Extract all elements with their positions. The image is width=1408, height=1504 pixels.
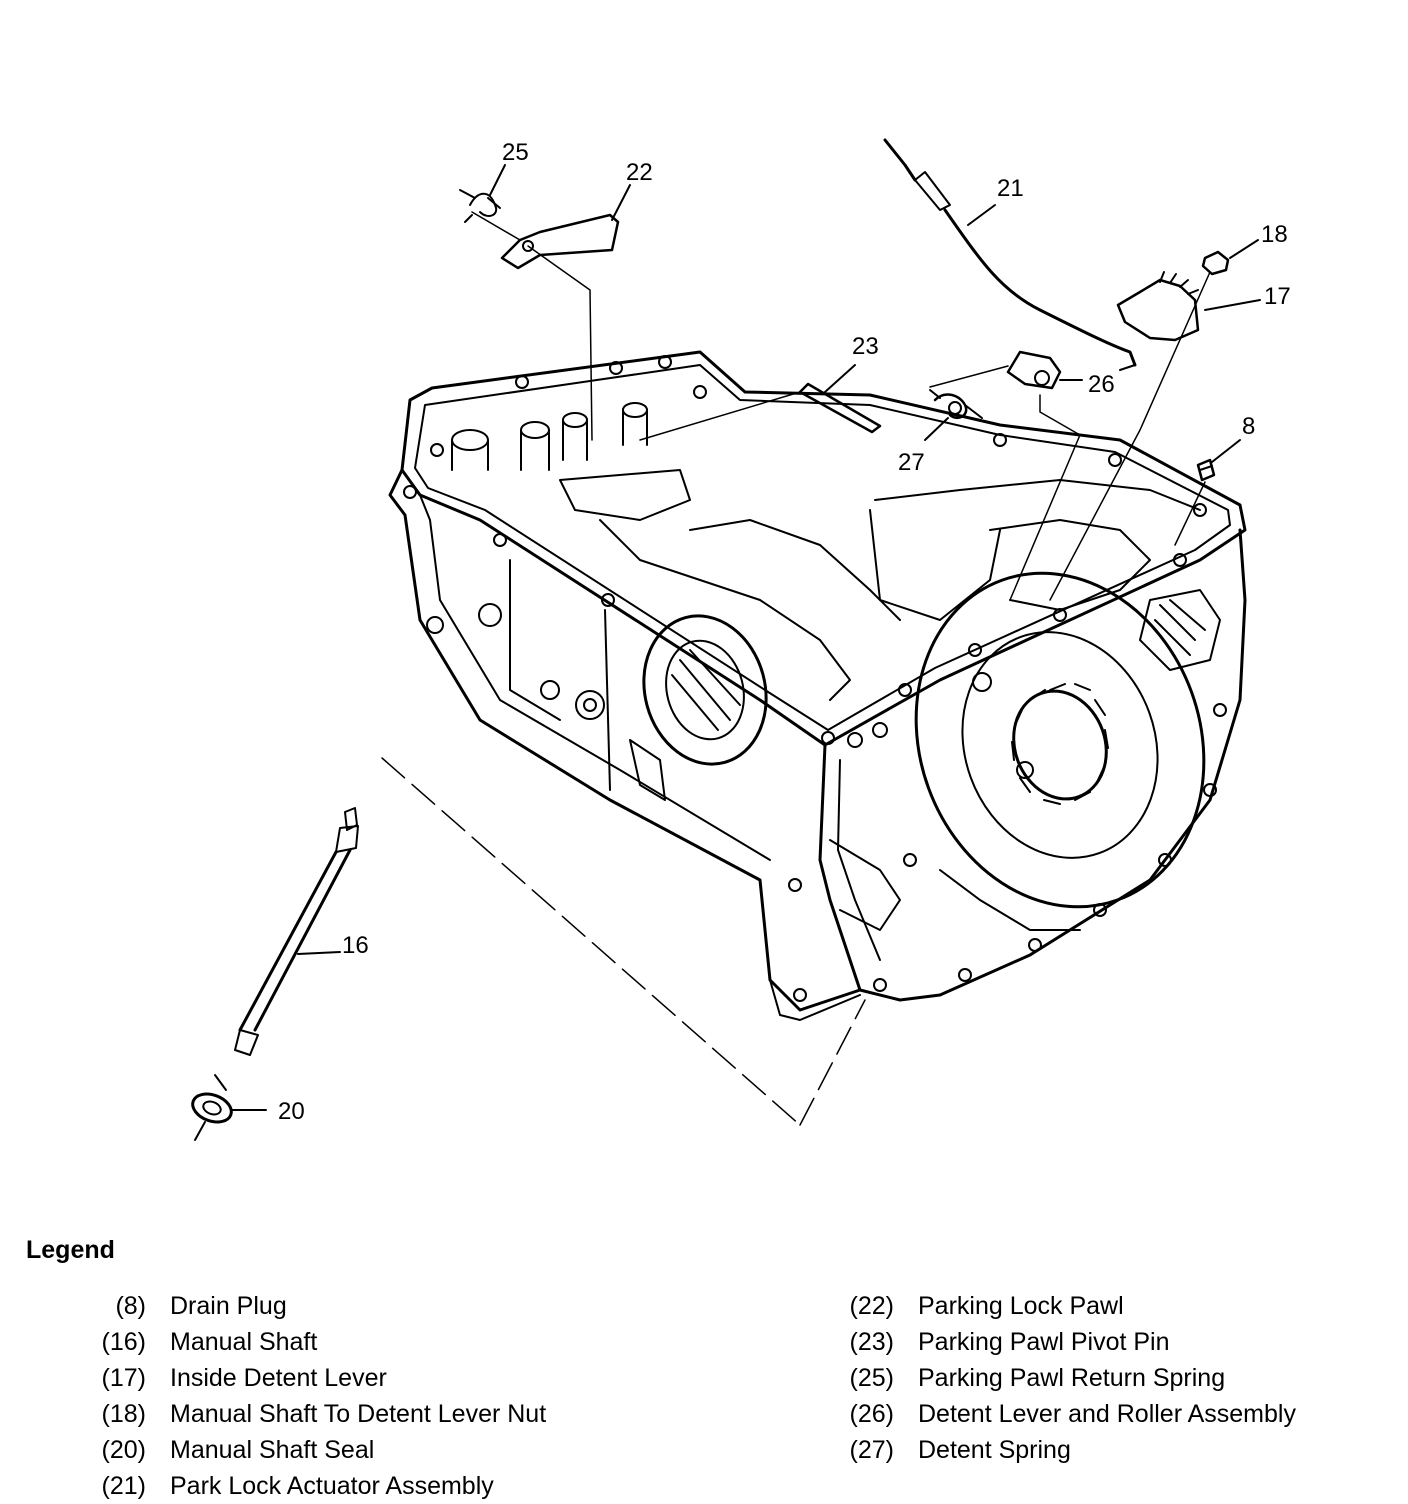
legend-item: (27) Detent Spring <box>818 1432 1296 1468</box>
legend-item-label: Parking Lock Pawl <box>918 1291 1124 1320</box>
legend-item-label: Park Lock Actuator Assembly <box>170 1471 494 1500</box>
legend-item: (25) Parking Pawl Return Spring <box>818 1360 1296 1396</box>
part-22-parking-lock-pawl <box>471 184 631 441</box>
callout-8: 8 <box>1242 413 1255 440</box>
legend-item: (23) Parking Pawl Pivot Pin <box>818 1324 1296 1360</box>
callout-20: 20 <box>278 1098 305 1125</box>
part-27-detent-spring <box>924 389 983 441</box>
callout-18: 18 <box>1261 221 1288 248</box>
legend-item-label: Parking Pawl Return Spring <box>918 1363 1226 1392</box>
part-18-nut <box>1049 239 1259 601</box>
legend-item: (21) Park Lock Actuator Assembly <box>70 1468 546 1504</box>
legend-item: (16) Manual Shaft <box>70 1324 546 1360</box>
legend-item-number: (8) <box>115 1291 146 1320</box>
legend-item-label: Detent Lever and Roller Assembly <box>918 1399 1296 1428</box>
callout-27: 27 <box>898 449 925 476</box>
part-26-detent-lever-roller <box>929 350 1083 601</box>
legend-item: (8) Drain Plug <box>70 1288 546 1324</box>
callout-22: 22 <box>626 159 653 186</box>
legend-item-label: Manual Shaft To Detent Lever Nut <box>170 1399 547 1428</box>
legend-item-number: (21) <box>101 1471 146 1500</box>
transmission-case <box>388 350 1247 1021</box>
part-25-return-spring <box>459 164 506 223</box>
legend-item-label: Parking Pawl Pivot Pin <box>918 1327 1170 1356</box>
exploded-view-figure: 25 22 21 18 17 23 26 27 8 16 20 <box>191 138 1291 1141</box>
callout-26: 26 <box>1088 371 1115 398</box>
legend-item-label: Inside Detent Lever <box>170 1363 387 1392</box>
legend-left-column: (8) Drain Plug (16) Manual Shaft (17) In… <box>70 1288 547 1504</box>
legend-item-label: Manual Shaft <box>170 1327 318 1356</box>
legend-item-number: (18) <box>101 1399 146 1428</box>
legend-item: (20) Manual Shaft Seal <box>70 1432 546 1468</box>
legend-item-label: Manual Shaft Seal <box>170 1435 375 1464</box>
legend-item: (26) Detent Lever and Roller Assembly <box>818 1396 1296 1432</box>
callout-23: 23 <box>852 333 879 360</box>
legend-item: (17) Inside Detent Lever <box>70 1360 546 1396</box>
part-16-manual-shaft <box>234 807 359 1056</box>
legend-item-number: (16) <box>101 1327 146 1356</box>
part-23-pivot-pin <box>639 364 882 441</box>
legend-item-number: (17) <box>101 1363 146 1392</box>
legend-item-number: (25) <box>849 1363 894 1392</box>
legend-item-number: (20) <box>101 1435 146 1464</box>
callout-25: 25 <box>502 139 529 166</box>
legend-item-number: (27) <box>849 1435 894 1464</box>
part-21-actuator-assembly <box>883 138 1137 371</box>
part-8-drain-plug <box>1174 439 1241 546</box>
legend-item-label: Detent Spring <box>918 1435 1071 1464</box>
legend-item-number: (22) <box>849 1291 894 1320</box>
callout-17: 17 <box>1264 283 1291 310</box>
legend-item-number: (23) <box>849 1327 894 1356</box>
callout-21: 21 <box>997 175 1024 202</box>
legend-right-column: (22) Parking Lock Pawl (23) Parking Pawl… <box>818 1288 1296 1468</box>
legend-item-number: (26) <box>849 1399 894 1428</box>
legend-item-label: Drain Plug <box>170 1291 287 1320</box>
part-17-detent-lever <box>1116 271 1261 342</box>
legend-item: (18) Manual Shaft To Detent Lever Nut <box>70 1396 547 1432</box>
assembly-guide-lines <box>381 757 866 1126</box>
legend-item: (22) Parking Lock Pawl <box>818 1288 1296 1324</box>
legend-title: Legend <box>26 1236 115 1264</box>
callout-16: 16 <box>342 932 369 959</box>
part-20-manual-shaft-seal <box>191 1074 267 1141</box>
